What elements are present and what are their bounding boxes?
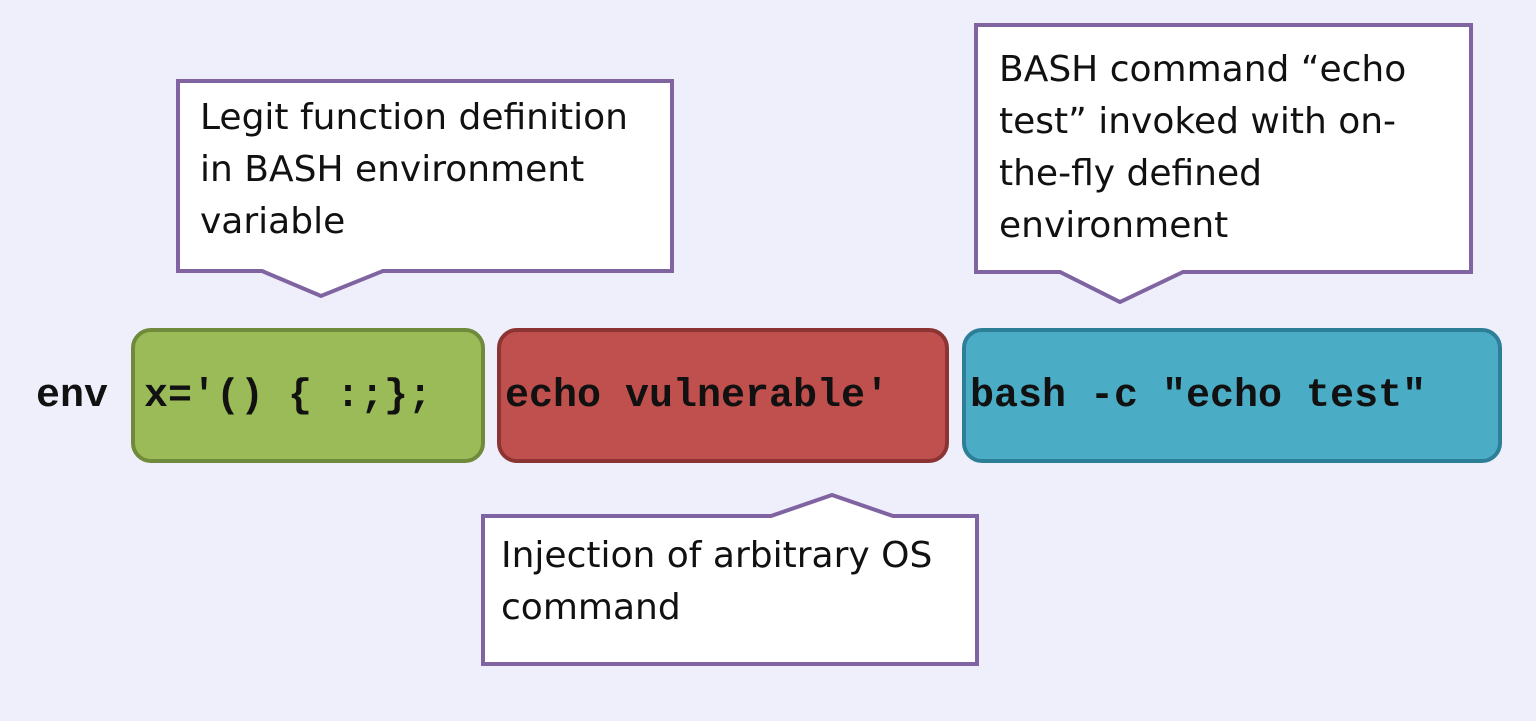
callout-text-injection: Injection of arbitrary OS command bbox=[501, 535, 933, 628]
callout-text-bash-command: BASH command “echo test” invoked with on… bbox=[999, 49, 1407, 246]
segment-text-injected-command: echo vulnerable' bbox=[505, 374, 890, 419]
segment-text-function-definition: x='() { :;}; bbox=[144, 374, 433, 419]
callout-text-function-definition: Legit function definition in BASH enviro… bbox=[200, 97, 628, 242]
callout-box-function-definition bbox=[176, 79, 674, 299]
command-prefix-env: env bbox=[36, 374, 109, 419]
segment-text-bash-invocation: bash -c "echo test" bbox=[970, 374, 1427, 419]
segment-box-injected-command bbox=[497, 328, 949, 463]
callout-box-injection bbox=[481, 492, 979, 666]
segment-box-bash-invocation bbox=[962, 328, 1502, 463]
segment-box-function-definition bbox=[131, 328, 485, 463]
callout-box-bash-command bbox=[974, 23, 1473, 305]
